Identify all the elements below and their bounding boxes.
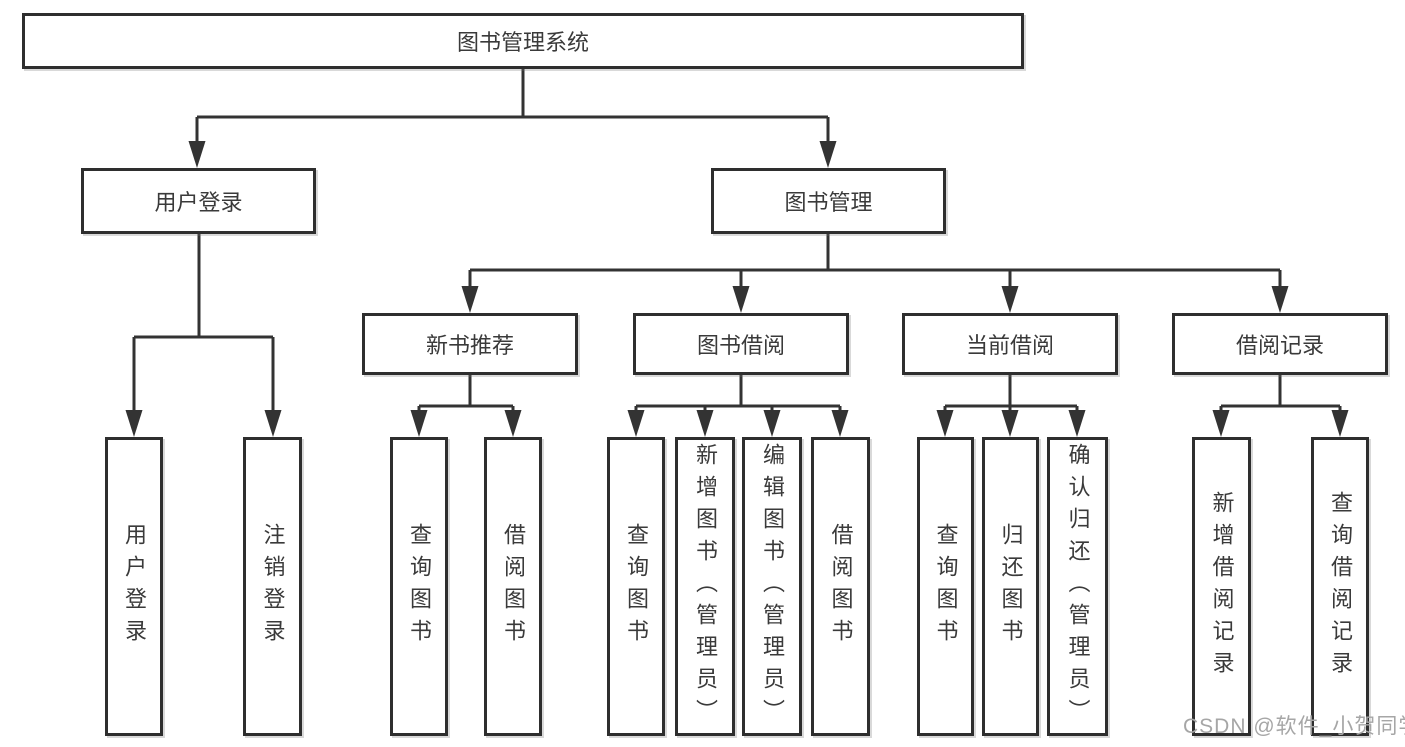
leaf-label: 查询图书	[407, 522, 432, 651]
arrowhead	[461, 286, 479, 313]
csdn-watermark: CSDN @软件_小贺同学	[1183, 715, 1405, 738]
leaf-label: 查询借阅记录	[1328, 490, 1353, 683]
leaf-logout: 注销登录	[243, 437, 302, 736]
arrowhead	[1331, 410, 1349, 437]
arrowhead	[188, 141, 206, 168]
arrowhead	[732, 286, 750, 313]
arrowhead	[504, 410, 522, 437]
branch-current-borrow	[936, 375, 1086, 437]
leaf-label: 新增借阅记录	[1209, 490, 1235, 683]
leaf-user-login: 用户登录	[105, 437, 163, 736]
leaf-label: 归还图书	[998, 522, 1024, 651]
arrowhead	[696, 410, 714, 437]
branch-login	[125, 234, 282, 437]
node-current-borrow: 当前借阅	[902, 313, 1118, 375]
node-new-book-recommend: 新书推荐	[362, 313, 578, 375]
arrowhead	[831, 410, 849, 437]
leaf-label: 注销登录	[260, 522, 286, 651]
branch-book-borrow	[627, 375, 849, 437]
leaf-return-books: 归还图书	[982, 437, 1039, 736]
arrowhead	[1068, 410, 1086, 437]
node-borrow-records: 借阅记录	[1172, 313, 1388, 375]
branch-management	[461, 234, 1289, 313]
node-user-login: 用户登录	[81, 168, 316, 234]
leaf-label: 编辑图书（管理员）	[760, 442, 785, 731]
leaf-borrow-books: 借阅图书	[811, 437, 870, 736]
leaf-confirm-return-admin: 确认归还（管理员）	[1047, 437, 1108, 736]
arrowhead	[264, 410, 282, 437]
node-library-management-system: 图书管理系统	[22, 13, 1024, 69]
leaf-label: 查询图书	[624, 522, 649, 651]
leaf-label: 查询图书	[933, 522, 959, 651]
arrowhead	[627, 410, 645, 437]
arrowhead	[936, 410, 954, 437]
leaf-edit-book-admin: 编辑图书（管理员）	[742, 437, 802, 736]
leaf-query-books-current: 查询图书	[917, 437, 974, 736]
leaf-label: 确认归还（管理员）	[1065, 442, 1091, 731]
leaf-query-books-borrow: 查询图书	[607, 437, 665, 736]
leaf-borrow-books-recommend: 借阅图书	[484, 437, 542, 736]
leaf-label: 用户登录	[122, 522, 147, 651]
leaf-query-books-recommend: 查询图书	[390, 437, 448, 736]
arrowhead	[1212, 410, 1230, 437]
arrowhead	[410, 410, 428, 437]
node-book-borrow: 图书借阅	[633, 313, 849, 375]
arrowhead	[819, 141, 837, 168]
leaf-query-borrow-record: 查询借阅记录	[1311, 437, 1369, 736]
arrowhead	[1271, 286, 1289, 313]
leaf-label: 借阅图书	[828, 522, 854, 651]
arrowhead	[1001, 410, 1019, 437]
arrowhead	[1001, 286, 1019, 313]
leaf-label: 借阅图书	[501, 522, 526, 651]
node-book-management: 图书管理	[711, 168, 946, 234]
arrowhead	[763, 410, 781, 437]
leaf-label: 新增图书（管理员）	[693, 442, 718, 731]
leaf-add-book-admin: 新增图书（管理员）	[675, 437, 735, 736]
leaf-add-borrow-record: 新增借阅记录	[1192, 437, 1251, 736]
branch-borrow-records	[1212, 375, 1349, 437]
branch-new-book	[410, 375, 522, 437]
branch-root	[188, 69, 837, 168]
arrowhead	[125, 410, 143, 437]
